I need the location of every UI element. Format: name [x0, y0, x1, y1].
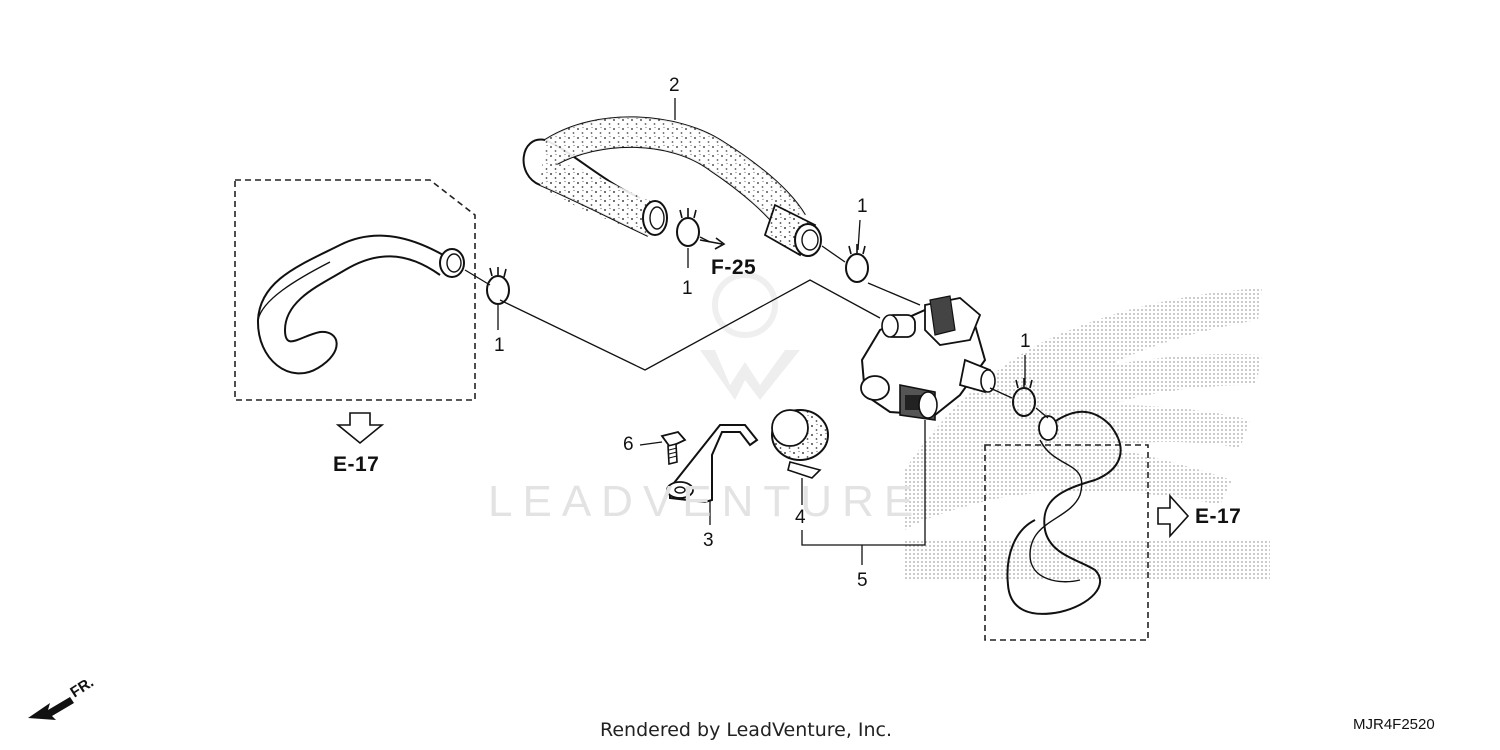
- clamp-mid: [676, 208, 700, 247]
- callout-1-valve: 1: [857, 196, 868, 217]
- callout-1-right: 1: [1020, 331, 1031, 352]
- left-hose: [256, 234, 465, 375]
- callout-2: 2: [669, 75, 680, 96]
- emblem-watermark: [700, 272, 800, 400]
- callout-1-mid: 1: [682, 278, 693, 299]
- right-hose: [1006, 410, 1122, 615]
- callout-1-left: 1: [494, 335, 505, 356]
- bolt: [660, 430, 687, 466]
- watermark-text: LEADVENTURE: [488, 477, 924, 526]
- brand-wing-watermark: [905, 288, 1270, 580]
- ref-e17-left: E-17: [333, 453, 380, 476]
- callout-4: 4: [795, 507, 806, 528]
- rubber-mount: [771, 409, 829, 479]
- bracket: [666, 424, 759, 504]
- ref-e17-right: E-17: [1195, 505, 1242, 528]
- upper-hose: [522, 116, 822, 257]
- air-injection-valve: [860, 295, 996, 421]
- callout-3: 3: [703, 530, 714, 551]
- clamp-left: [486, 267, 510, 305]
- ref-f25: F-25: [711, 256, 757, 279]
- rendered-by-credit: Rendered by LeadVenture, Inc.: [600, 719, 893, 741]
- f25-arrow: [699, 237, 726, 250]
- callout-6: 6: [623, 434, 634, 455]
- e17-arrow-right: [1157, 493, 1190, 539]
- diagram-code: MJR4F2520: [1353, 716, 1435, 733]
- callout-5: 5: [857, 570, 868, 591]
- clamp-right: [1012, 378, 1036, 417]
- leader-lines: [464, 98, 1049, 565]
- clamp-valve: [845, 244, 869, 283]
- front-arrow: [28, 697, 74, 720]
- dashed-region-left: [234, 179, 476, 401]
- dashed-region-right: [984, 444, 1149, 641]
- e17-arrow-down: [335, 412, 385, 445]
